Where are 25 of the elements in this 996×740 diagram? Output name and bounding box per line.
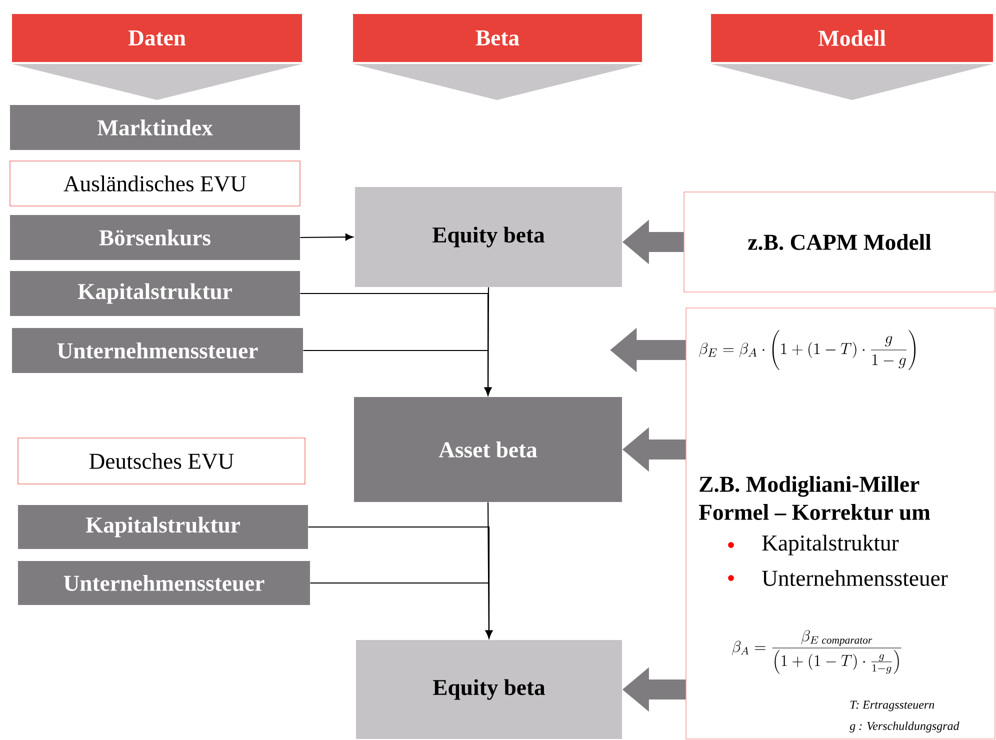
- group-box: Ausländisches EVU: [10, 160, 300, 206]
- arrow: [485, 502, 492, 638]
- bullet-item: Unternehmenssteuer: [728, 570, 948, 586]
- note-text: g : Verschuldungsgrad: [850, 722, 960, 732]
- formula: $\beta_A = \frac{\beta_{E\;\mathit{comparator}}}{\left(1+(1-T)\cdot\frac{g}{1-g}\right)}$: [732, 630, 902, 674]
- column-header: Daten: [12, 14, 302, 100]
- input-box: Börsenkurs: [10, 215, 300, 260]
- result-box: Asset beta: [354, 397, 622, 502]
- input-box: Unternehmenssteuer: [12, 328, 303, 373]
- model-box: z.B. CAPM Modell: [684, 192, 996, 292]
- column-header: Beta: [353, 14, 642, 100]
- formula: $\beta_E = \beta_A \cdot \left(1+(1-T)\cdot\frac{g}{1-g}\right)$: [699, 330, 916, 370]
- arrow: [484, 287, 492, 396]
- group-box: Deutsches EVU: [18, 438, 306, 484]
- note-text: T: Ertragssteuern: [850, 700, 934, 712]
- column-header: Modell: [711, 14, 993, 100]
- input-box: Unternehmenssteuer: [18, 561, 310, 605]
- input-box: Marktindex: [10, 105, 300, 150]
- input-box: Kapitalstruktur: [18, 505, 308, 549]
- input-box: Kapitalstruktur: [10, 271, 300, 316]
- heading-text: Z.B. Modigliani-Miller Formel – Korrektur um: [699, 476, 930, 520]
- bullet-item: Kapitalstruktur: [728, 534, 899, 556]
- arrow: [300, 234, 354, 241]
- result-box: Equity beta: [356, 640, 622, 739]
- result-box: Equity beta: [355, 187, 622, 287]
